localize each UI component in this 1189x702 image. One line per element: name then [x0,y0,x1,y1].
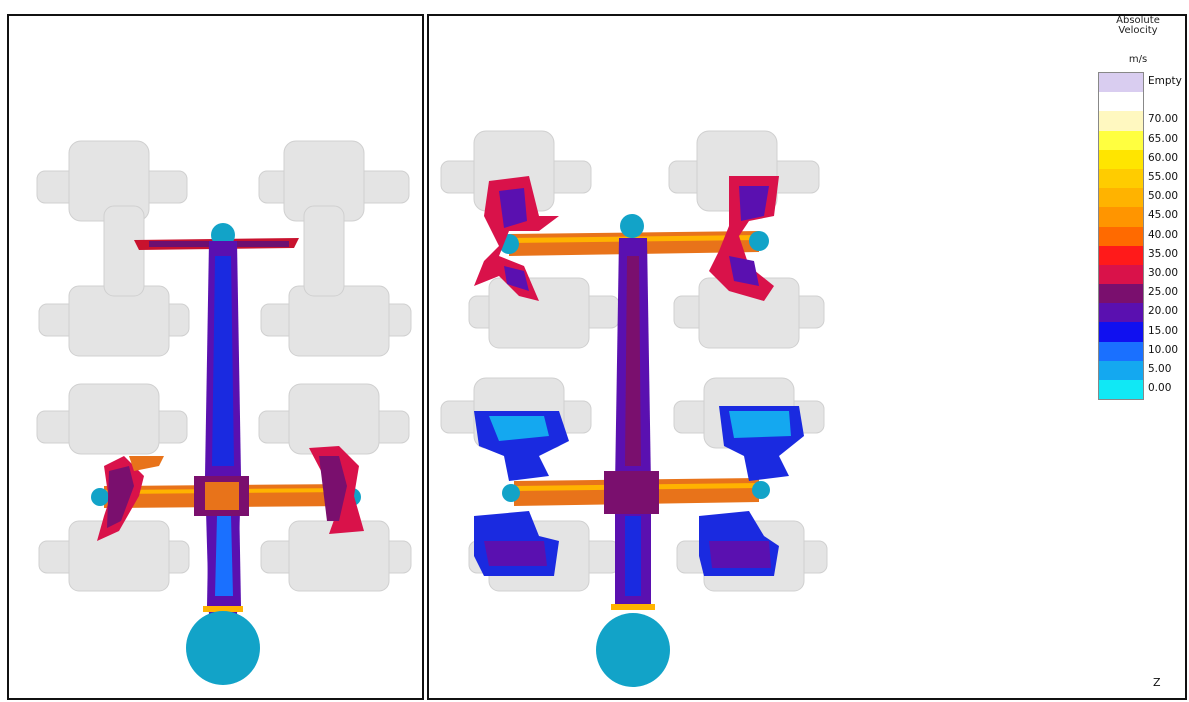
legend-swatch [1099,303,1143,323]
legend-color-bar [1098,72,1144,401]
metal-flow-left [91,223,364,685]
legend-swatch [1099,73,1143,93]
legend-swatch [1099,380,1143,400]
legend-swatch [1099,245,1143,265]
legend-label: 30.00 [1148,267,1179,279]
legend-label: 0.00 [1148,382,1172,395]
legend-title-line2: Velocity [1118,25,1158,36]
legend-label: Empty [1148,75,1182,87]
simulation-view-right [427,14,1187,700]
legend-swatch [1099,284,1143,304]
casting-parts-left [36,140,412,592]
legend-label: 65.00 [1148,132,1179,145]
legend-swatch [1099,207,1143,227]
metal-flow-right [474,176,804,687]
legend-swatch [1099,111,1143,131]
legend-swatch [1099,226,1143,246]
legend-label: 55.00 [1148,171,1179,183]
casting-diagram-left [36,140,412,685]
legend-label: 50.00 [1148,190,1179,203]
legend-unit: m/s [1128,54,1148,65]
legend-label: 70.00 [1148,113,1179,126]
legend-swatch [1099,264,1143,285]
legend-swatch [1099,92,1143,112]
legend-label: 20.00 [1148,305,1179,318]
simulation-view-left [7,14,424,700]
legend-label: 40.00 [1148,228,1179,241]
legend-label: 10.00 [1148,343,1179,356]
legend-swatch [1099,360,1143,380]
legend-swatch [1099,168,1143,189]
legend-swatch [1099,341,1143,361]
legend-swatch [1099,130,1143,150]
legend-swatch [1099,149,1143,169]
legend-label: 5.00 [1148,363,1172,375]
legend-label: 25.00 [1148,286,1179,299]
legend-label: 35.00 [1148,247,1179,260]
legend-swatch [1099,322,1143,342]
legend-label: 60.00 [1148,151,1179,164]
legend-label: 45.00 [1148,209,1179,222]
legend-title-line1: Absolute [1116,15,1160,26]
legend-label: 15.00 [1148,324,1179,337]
legend-swatch [1099,188,1143,208]
casting-diagram-right [440,130,828,687]
axis-z-label: Z [1153,676,1161,689]
